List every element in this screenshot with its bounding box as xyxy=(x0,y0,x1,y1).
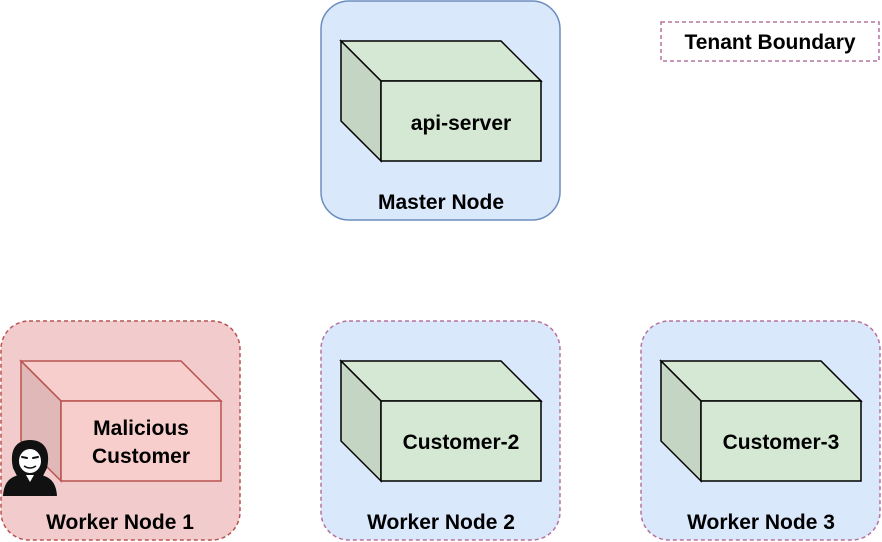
legend-tenant-boundary: Tenant Boundary xyxy=(660,21,880,62)
worker-node-3-label: Worker Node 3 xyxy=(687,511,835,534)
master-node: api-server Master Node xyxy=(320,0,561,221)
worker-node-2: Customer-2 Worker Node 2 xyxy=(320,320,561,541)
hacker-icon xyxy=(3,440,57,496)
api-server-label: api-server xyxy=(411,112,511,135)
customer-3-box: Customer-3 xyxy=(659,359,863,483)
worker-node-1: Malicious Customer Worker Node 1 xyxy=(0,320,241,541)
customer-2-box: Customer-2 xyxy=(339,359,543,483)
customer-2-label: Customer-2 xyxy=(403,431,520,454)
worker-node-3: Customer-3 Worker Node 3 xyxy=(640,320,881,541)
customer-3-label: Customer-3 xyxy=(723,431,840,454)
master-node-label: Master Node xyxy=(378,191,504,214)
legend-label: Tenant Boundary xyxy=(684,31,855,54)
malicious-customer-box: Malicious Customer xyxy=(19,359,223,483)
malicious-customer-label-line2: Customer xyxy=(92,445,190,468)
worker-node-1-label: Worker Node 1 xyxy=(46,511,194,534)
worker-node-2-label: Worker Node 2 xyxy=(367,511,515,534)
malicious-customer-label-line1: Malicious xyxy=(93,417,189,440)
api-server-box: api-server xyxy=(339,39,543,163)
